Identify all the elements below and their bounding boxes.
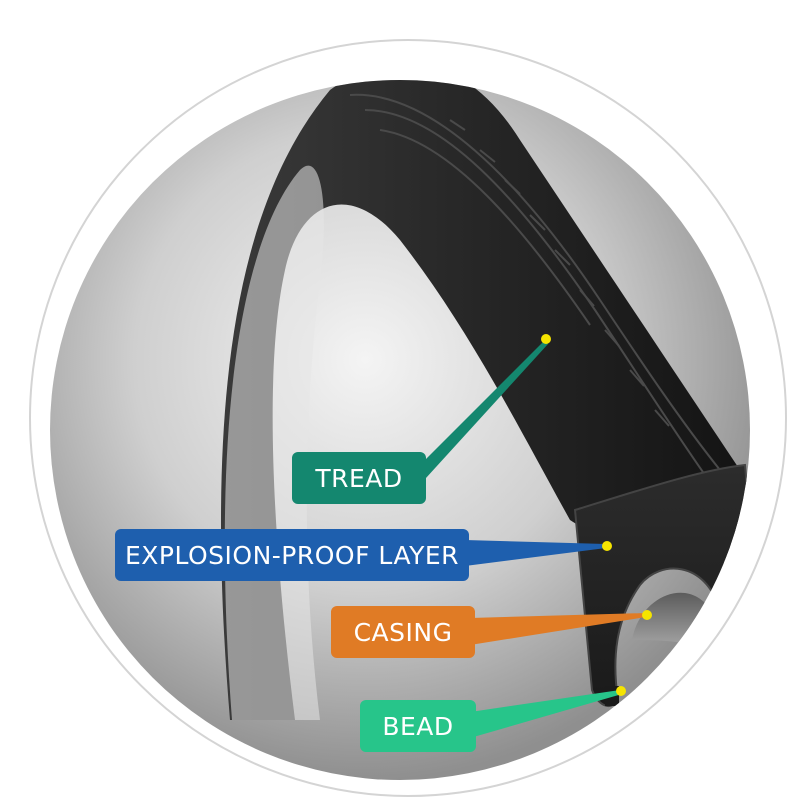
label-bead: BEAD — [360, 700, 476, 752]
leader-layer — [465, 540, 606, 566]
tread-pattern — [349, 93, 721, 476]
label-tread: TREAD — [292, 452, 426, 504]
leader-tread — [420, 340, 548, 478]
outer-ring — [29, 39, 787, 797]
leader-bead — [470, 690, 622, 738]
marker-casing — [642, 610, 652, 620]
marker-tread — [541, 334, 551, 344]
label-casing: CASING — [331, 606, 475, 658]
bead-right — [734, 648, 748, 668]
marker-layer — [602, 541, 612, 551]
tire-sidewall — [224, 165, 324, 720]
leader-casing — [470, 613, 646, 645]
marker-bead — [616, 686, 626, 696]
label-explosion-proof-layer: EXPLOSION-PROOF LAYER — [115, 529, 469, 581]
